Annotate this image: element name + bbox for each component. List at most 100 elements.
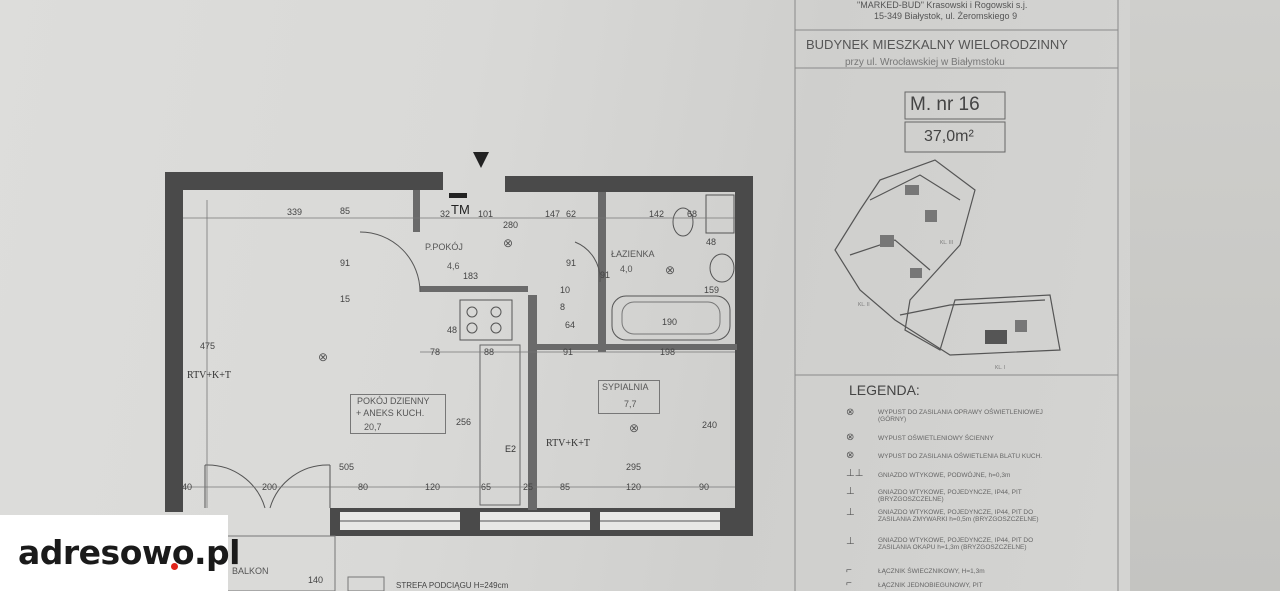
dim-label: 142 [649, 209, 665, 219]
entry-arrow-icon [473, 152, 489, 168]
legend-item-7: GNIAZDO WTYKOWE, POJEDYNCZE, IP44, PIT D… [878, 537, 1034, 551]
kitchen-counter [479, 344, 521, 506]
dim-label: 475 [200, 341, 216, 351]
e2-label: E2 [505, 444, 517, 454]
dim-label: 147 [545, 209, 561, 219]
dim-label: 140 [308, 575, 324, 585]
legend-icon-7: ⊥ [846, 536, 855, 547]
bedroom-label-box [598, 380, 660, 414]
dim-label: 48 [706, 237, 717, 247]
dim-label: 48 [447, 325, 458, 335]
dim-label: 190 [662, 317, 678, 327]
legend-icon-2: ⊗ [846, 432, 855, 443]
dim-label: 8 [560, 302, 566, 312]
legend-icon-4: ⊥⊥ [846, 468, 864, 479]
dim-label: 64 [565, 320, 576, 330]
doors [204, 231, 601, 509]
interior-walls [413, 190, 737, 510]
dim-label: 198 [660, 347, 676, 357]
rtv-outlet-bedroom: RTV+K+T [546, 438, 591, 449]
dim-label: 505 [339, 462, 355, 472]
dim-label: 101 [478, 209, 494, 219]
toilet [672, 207, 694, 237]
tm-box [449, 193, 467, 198]
legend-item-2: WYPUST OŚWIETLENIOWY ŚCIENNY [878, 435, 994, 442]
room-hall-name: P.POKÓJ [425, 242, 463, 252]
dim-label: 183 [463, 271, 479, 281]
dim-label: 240 [702, 420, 718, 430]
dim-label: 91 [340, 258, 351, 268]
tm-label: TM [451, 202, 470, 217]
dim-label: 32 [440, 209, 451, 219]
dim-label: 120 [626, 482, 642, 492]
company-address: 15-349 Białystok, ul. Żeromskiego 9 [874, 11, 1018, 21]
room-bedroom-area: 7,7 [624, 399, 637, 409]
legend-icon-3: ⊗ [846, 450, 855, 461]
dim-label: 88 [484, 347, 495, 357]
dim-label: 85 [560, 482, 571, 492]
brand-logo[interactable]: adresowo.pl [0, 515, 241, 591]
dim-label: 159 [704, 285, 720, 295]
dim-label: 15 [340, 294, 351, 304]
light-outlet-icon: ⊗ [318, 350, 329, 364]
dim-label: 91 [563, 347, 574, 357]
legend-item-3: WYPUST DO ZASILANIA OŚWIETLENIA BLATU KU… [878, 453, 1043, 460]
light-outlet-icon: ⊗ [503, 236, 514, 250]
light-outlet-icon: ⊗ [665, 263, 676, 277]
dim-label: 200 [262, 482, 278, 492]
background-sheet [1130, 0, 1280, 591]
room-balcony-name: BALKON [232, 566, 269, 576]
legend-item-1: WYPUST DO ZASILANIA OPRAWY OŚWIETLENIOWE… [878, 409, 1043, 423]
legend-item-4: GNIAZDO WTYKOWE, PODWÓJNE, h=0,3m [878, 472, 1011, 479]
dim-label: 10 [560, 285, 571, 295]
bathtub [611, 295, 731, 341]
legend-item-9: ŁĄCZNIK JEDNOBIEGUNOWY, PIT [878, 582, 983, 589]
dim-label: 40 [182, 482, 193, 492]
dim-label: 91 [566, 258, 577, 268]
unit-area-box [904, 121, 1006, 153]
dim-label: 80 [358, 482, 369, 492]
site-plan [834, 159, 1061, 356]
unit-number: M. nr 16 [910, 94, 980, 115]
dim-label: 91 [600, 270, 611, 280]
title-block-frame [794, 0, 1119, 591]
legend-item-6: GNIAZDO WTYKOWE, POJEDYNCZE, IP44, PIT D… [878, 509, 1039, 523]
room-bath-name: ŁAZIENKA [611, 249, 655, 259]
room-hall-area: 4,6 [447, 261, 460, 271]
legend-item-5: GNIAZDO WTYKOWE, POJEDYNCZE, IP44, PIT (… [878, 489, 1022, 503]
legend-title: LEGENDA: [849, 382, 920, 398]
living-label-box [350, 394, 446, 434]
legend-icon-6: ⊥ [846, 507, 855, 518]
site-label-kl2: KL. II [858, 302, 870, 308]
dim-label: 78 [430, 347, 441, 357]
sink [709, 253, 735, 283]
zone-label: STREFA PODCIĄGU H=249cm [396, 581, 509, 590]
room-living-name2: + ANEKS KUCH. [356, 408, 425, 418]
bathtub-inner [621, 301, 721, 335]
legend-item-8: ŁĄCZNIK ŚWIECZNIKOWY, H=1,3m [878, 568, 985, 575]
dim-label: 339 [287, 207, 303, 217]
legend-icon-1: ⊗ [846, 407, 855, 418]
rtv-outlet-living: RTV+K+T [187, 370, 232, 381]
unit-area: 37,0m² [924, 128, 974, 145]
company-name: "MARKED-BUD" Krasowski i Rogowski s.j. [857, 0, 1028, 10]
dim-label: 90 [699, 482, 710, 492]
kitchen-hob [459, 299, 513, 341]
building-location: przy ul. Wrocławskiej w Białymstoku [845, 57, 1005, 68]
dimension-lines [183, 200, 735, 508]
brand-name: adresowo.pl [18, 533, 241, 572]
site-label-kl1: KL. I [995, 365, 1006, 371]
dim-label: 85 [340, 206, 351, 216]
dim-label: 120 [425, 482, 441, 492]
room-living-area: 20,7 [364, 422, 382, 432]
legend-icon-5: ⊥ [846, 486, 855, 497]
dim-label: 62 [566, 209, 577, 219]
legend-icon-9: ⌐ [846, 578, 852, 589]
brand-dot-icon [171, 563, 178, 570]
washing-machine [705, 194, 735, 234]
dim-label: 295 [626, 462, 642, 472]
light-outlet-icon: ⊗ [629, 421, 640, 435]
dim-label: 280 [503, 220, 519, 230]
dim-label: 65 [481, 482, 492, 492]
